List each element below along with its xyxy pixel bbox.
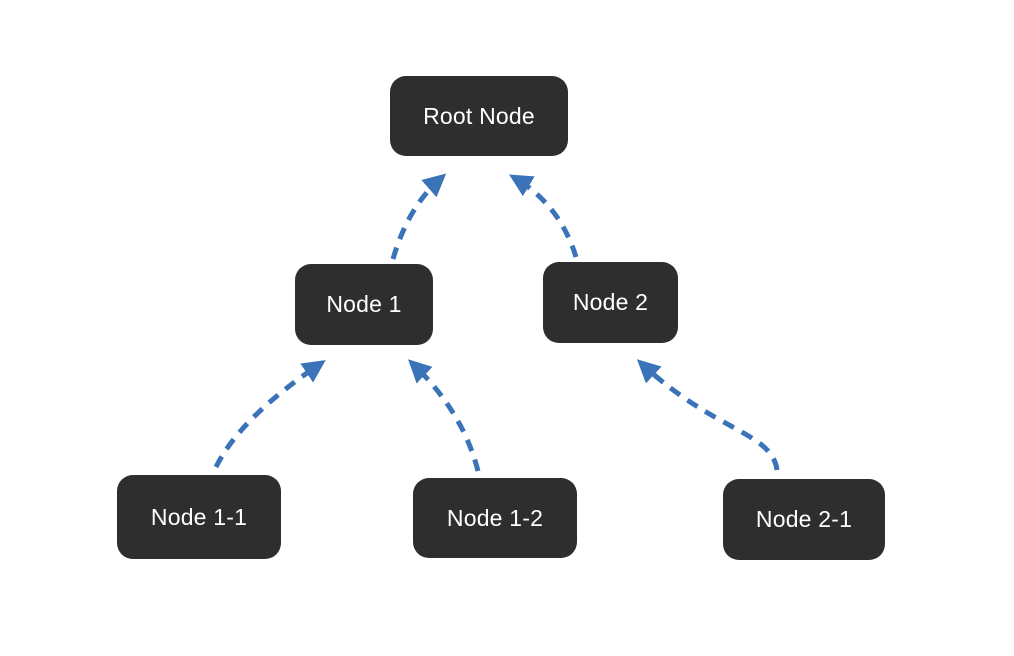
tree-node-2[interactable]: Node 2 — [543, 262, 678, 343]
tree-node-1-1-label: Node 1-1 — [150, 503, 248, 530]
edge-node1-to-root[interactable] — [390, 173, 447, 260]
tree-node-1-label: Node 1 — [326, 291, 402, 317]
edge-node21-to-node2[interactable] — [636, 359, 780, 471]
edge-node12-to-node1[interactable] — [408, 359, 481, 472]
edge-node11-to-node1[interactable] — [213, 360, 326, 469]
tree-node-1-2-label: Node 1-2 — [446, 504, 544, 531]
tree-node-root-label: Root Node — [423, 102, 535, 129]
tree-node-root[interactable]: Root Node — [390, 76, 568, 156]
tree-node-2-1[interactable]: Node 2-1 — [723, 479, 885, 560]
tree-node-2-label: Node 2 — [572, 289, 649, 315]
tree-node-2-1-label: Node 2-1 — [755, 506, 853, 532]
tree-node-1[interactable]: Node 1 — [295, 264, 433, 345]
tree-node-1-2[interactable]: Node 1-2 — [413, 478, 577, 558]
edge-node2-to-root[interactable] — [509, 174, 579, 258]
tree-node-1-1[interactable]: Node 1-1 — [117, 475, 281, 559]
